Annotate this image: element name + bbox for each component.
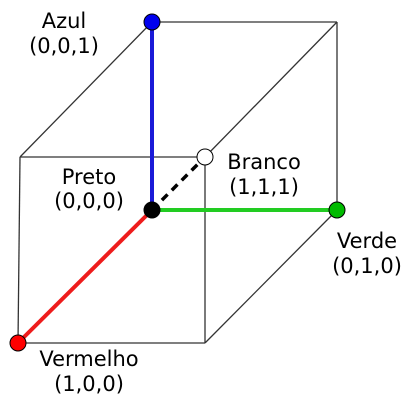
cube-edge bbox=[204, 209, 338, 344]
red-vertex-coords: (1,0,0) bbox=[54, 372, 124, 396]
red-axis bbox=[16, 208, 154, 345]
black-vertex-coords: (0,0,0) bbox=[54, 189, 124, 213]
cube-edge bbox=[19, 21, 153, 158]
black-vertex-marker bbox=[143, 201, 161, 219]
white-vertex-coords: (1,1,1) bbox=[229, 175, 299, 199]
white-vertex-name: Branco bbox=[227, 150, 301, 174]
cube-edge bbox=[17, 156, 21, 344]
red-vertex-name: Vermelho bbox=[39, 347, 138, 371]
cube-edge bbox=[204, 21, 338, 158]
black-vertex-name: Preto bbox=[62, 165, 116, 189]
cube-edges bbox=[17, 21, 338, 344]
blue-vertex-marker bbox=[143, 13, 161, 31]
white-vertex-marker bbox=[196, 148, 214, 166]
grayscale-diagonal bbox=[150, 155, 207, 212]
green-vertex-name: Verde bbox=[337, 229, 397, 253]
green-vertex-marker bbox=[328, 201, 346, 219]
blue-vertex-name: Azul bbox=[42, 9, 87, 33]
blue-vertex-coords: (0,0,1) bbox=[29, 34, 99, 58]
green-vertex-coords: (0,1,0) bbox=[332, 254, 402, 278]
red-vertex-marker bbox=[9, 334, 27, 352]
